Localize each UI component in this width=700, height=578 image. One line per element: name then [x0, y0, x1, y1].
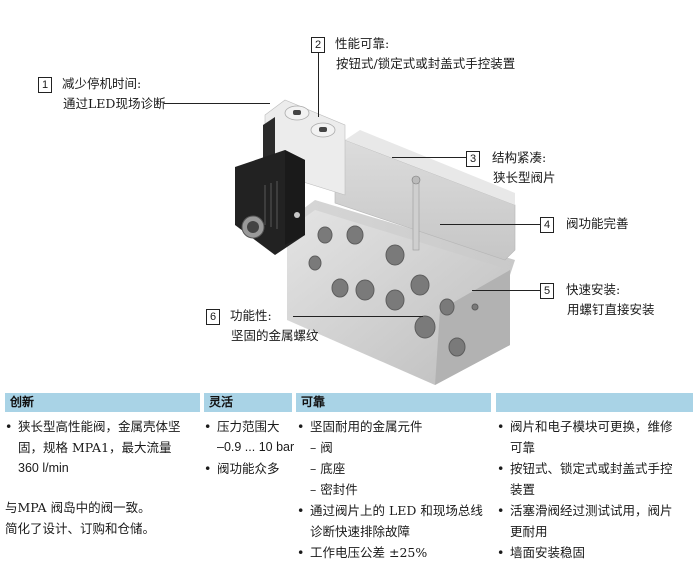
bullet-item: 按钮式、锁定式或封盖式手控 装置	[494, 458, 700, 500]
bullet-item: 阀片和电子模块可更换，维修 可靠	[494, 416, 700, 458]
callout-desc: 通过LED现场诊断	[63, 96, 166, 111]
line: 压力范围大	[217, 419, 280, 434]
line: – 密封件	[310, 482, 358, 497]
callout-4: 4 阀功能完善	[540, 214, 629, 234]
callout-2: 2 性能可靠: 按钮式/锁定式或封盖式手控装置	[311, 34, 515, 74]
callout-number: 6	[206, 308, 220, 325]
callout-1: 1 减少停机时间: 通过LED现场诊断	[38, 74, 165, 114]
bullet-item: 工作电压公差 ±25%	[294, 542, 499, 563]
line: 固，规格 MPA1，最大流量	[18, 440, 172, 455]
sub-item: – 底座	[294, 458, 499, 479]
line: 墙面安装稳固	[510, 545, 586, 560]
sub-item: – 阀	[294, 437, 499, 458]
line: 按钮式、锁定式或封盖式手控	[510, 461, 673, 476]
line: 阀片和电子模块可更换，维修	[510, 419, 673, 434]
callout-title: 阀功能完善	[565, 216, 629, 231]
callout-desc: 按钮式/锁定式或封盖式手控装置	[336, 56, 516, 71]
bullet-item: 阀功能众多	[201, 458, 296, 479]
paragraph-innovation: 与MPA 阀岛中的阀一致。 简化了设计、订购和仓储。	[5, 497, 205, 539]
bullet-item: 通过阀片上的 LED 和现场总线 诊断快速排除故障	[294, 500, 499, 542]
product-image	[225, 85, 525, 385]
line: 坚固耐用的金属元件	[310, 419, 423, 434]
callout-number: 4	[540, 216, 554, 233]
leader-line-3	[392, 157, 466, 158]
callout-title: 功能性:	[229, 308, 272, 323]
line: –0.9 ... 10 bar	[217, 440, 295, 454]
line: 360 l/min	[18, 461, 69, 475]
column-innovation: 狭长型高性能阀，金属壳体坚 固，规格 MPA1，最大流量 360 l/min	[2, 416, 202, 479]
callout-title: 减少停机时间:	[61, 76, 142, 91]
line: 工作电压公差 ±25%	[310, 545, 428, 560]
bullet-item: 活塞滑阀经过测试试用，阀片 更耐用	[494, 500, 700, 542]
callout-5: 5 快速安装: 用螺钉直接安装	[540, 280, 655, 320]
bullet-item: 压力范围大 –0.9 ... 10 bar	[201, 416, 296, 458]
callout-number: 5	[540, 282, 554, 299]
bullet-item: 坚固耐用的金属元件	[294, 416, 499, 437]
callout-desc: 狭长型阀片	[493, 170, 556, 185]
header-flexible: 灵活	[204, 393, 292, 412]
line: 狭长型高性能阀，金属壳体坚	[18, 419, 181, 434]
column-reliable: 坚固耐用的金属元件 – 阀 – 底座 – 密封件 通过阀片上的 LED 和现场总…	[294, 416, 499, 563]
leader-line-5	[472, 290, 540, 291]
callout-3: 3 结构紧凑: 狭长型阀片	[466, 148, 556, 188]
line: 通过阀片上的 LED 和现场总线	[310, 503, 483, 518]
line: 可靠	[510, 440, 536, 455]
callout-title: 结构紧凑:	[491, 150, 547, 165]
callout-number: 3	[466, 150, 480, 167]
callout-number: 2	[311, 36, 325, 53]
line: 更耐用	[510, 524, 548, 539]
leader-line-1	[164, 103, 270, 104]
line: 装置	[510, 482, 536, 497]
column-flexible: 压力范围大 –0.9 ... 10 bar 阀功能众多	[201, 416, 296, 479]
leader-line-2	[318, 52, 319, 117]
column-misc: 阀片和电子模块可更换，维修 可靠 按钮式、锁定式或封盖式手控 装置 活塞滑阀经过…	[494, 416, 700, 563]
paragraph-line: 与MPA 阀岛中的阀一致。	[5, 500, 151, 515]
leader-line-6	[293, 316, 423, 317]
callout-desc: 用螺钉直接安装	[567, 302, 655, 317]
header-innovation: 创新	[5, 393, 200, 412]
callout-title: 快速安装:	[565, 282, 621, 297]
callout-6: 6 功能性: 坚固的金属螺纹	[206, 306, 319, 346]
callout-title: 性能可靠:	[334, 36, 390, 51]
bullet-item: 狭长型高性能阀，金属壳体坚 固，规格 MPA1，最大流量 360 l/min	[2, 416, 202, 479]
callout-desc: 坚固的金属螺纹	[231, 328, 319, 343]
line: 活塞滑阀经过测试试用，阀片	[510, 503, 673, 518]
line: – 阀	[310, 440, 333, 455]
valve-illustration	[235, 99, 516, 385]
line: 诊断快速排除故障	[310, 524, 411, 539]
header-blank	[496, 393, 693, 412]
callout-number: 1	[38, 76, 52, 93]
paragraph-line: 简化了设计、订购和仓储。	[5, 521, 156, 536]
line: 阀功能众多	[217, 461, 280, 476]
leader-line-4	[440, 224, 540, 225]
header-reliable: 可靠	[296, 393, 491, 412]
line: – 底座	[310, 461, 346, 476]
bullet-item: 墙面安装稳固	[494, 542, 700, 563]
sub-item: – 密封件	[294, 479, 499, 500]
